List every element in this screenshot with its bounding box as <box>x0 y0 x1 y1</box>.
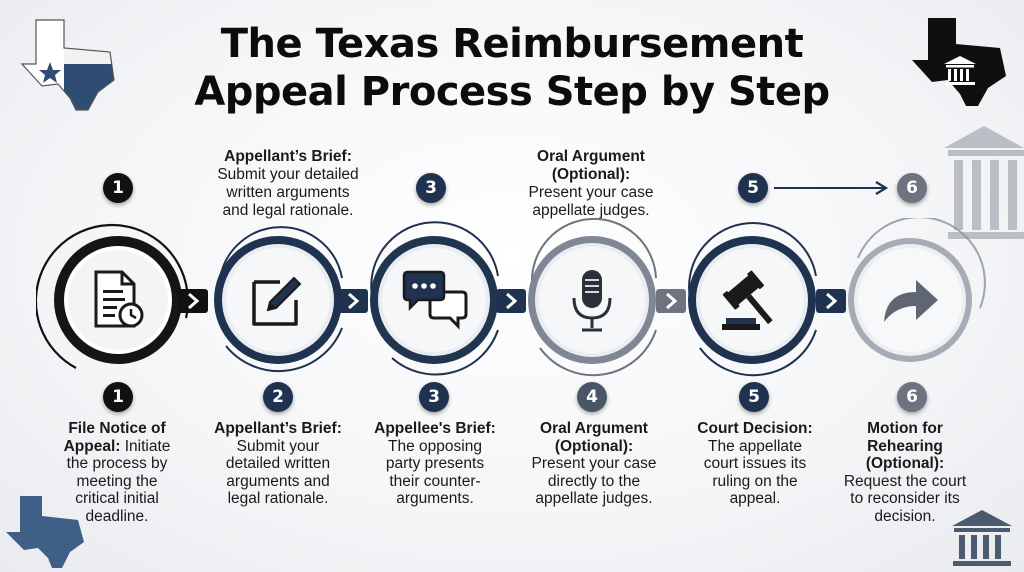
step-4-badge: 4 <box>577 382 607 412</box>
top-badge-step-3: 3 <box>416 173 446 203</box>
step-text: Submit your <box>236 437 320 455</box>
microphone-icon <box>568 268 616 336</box>
step-text: appellate judges. <box>535 490 653 507</box>
step-heading: File Notice of <box>68 420 166 437</box>
top-badge-step-1: 1 <box>103 173 133 203</box>
step-heading: (Optional): <box>865 455 945 472</box>
step-1-badge: 1 <box>103 382 133 412</box>
top-caption-heading-2: (Optional): <box>551 166 631 183</box>
step-heading: (Optional): <box>554 437 634 455</box>
step-text: critical initial <box>75 490 159 507</box>
title-line-2: Appeal Process Step by Step <box>194 69 830 115</box>
top-caption-heading: Appellant’s Brief: <box>224 148 352 165</box>
step-4-caption: Oral Argument (Optional): Present your c… <box>512 420 676 508</box>
step-text: arguments. <box>396 490 474 507</box>
step-heading: Rehearing <box>867 437 943 455</box>
step-text: deadline. <box>85 507 149 525</box>
chat-bubbles-icon <box>400 270 470 332</box>
chevron-right-icon <box>338 289 368 313</box>
step-text: the process by <box>66 455 168 472</box>
step-text: Present your case <box>531 455 657 472</box>
top-caption-line: appellate judges. <box>532 202 650 219</box>
step-heading: Appellee's Brief: <box>374 420 496 437</box>
step-text: arguments and <box>226 472 330 490</box>
step-text: meeting the <box>76 472 158 490</box>
chevron-right-icon <box>656 289 686 313</box>
pen-paper-icon <box>246 270 308 332</box>
redo-arrow-icon <box>878 272 942 328</box>
step-6-caption: Motion for Rehearing (Optional): Request… <box>832 420 978 525</box>
texas-courthouse-icon <box>908 14 1012 110</box>
gavel-icon <box>718 268 786 334</box>
step-text: The opposing <box>388 437 482 455</box>
title-line-1: The Texas Reimbursement <box>220 21 804 67</box>
texas-map-icon <box>4 494 90 570</box>
step-text: court issues its <box>703 455 807 472</box>
page-title: The Texas Reimbursement Appeal Process S… <box>150 20 874 116</box>
step-text: The appellate <box>708 437 802 455</box>
step-text: directly to the <box>547 472 641 490</box>
step-text: to reconsider its <box>850 490 960 507</box>
top-badge-step-5: 5 <box>738 173 768 203</box>
step-2-caption: Appellant’s Brief: Submit your detailed … <box>196 420 360 508</box>
step-1-caption: File Notice of Appeal: Initiate the proc… <box>42 420 192 525</box>
document-clock-icon <box>86 268 150 332</box>
step-5-caption: Court Decision: The appellate court issu… <box>676 420 834 508</box>
step-heading: Motion for <box>867 420 943 437</box>
top-caption-heading: Oral Argument <box>537 148 645 165</box>
step-text: legal rationale. <box>227 490 329 507</box>
texas-flag-map-icon <box>14 14 122 114</box>
top-badge-step-6: 6 <box>897 173 927 203</box>
connector-arrow <box>772 180 894 196</box>
step-6-badge: 6 <box>897 382 927 412</box>
step-2-badge: 2 <box>263 382 293 412</box>
chevron-right-icon <box>496 289 526 313</box>
top-caption-line: Submit your detailed <box>217 166 359 183</box>
step-3-badge: 3 <box>419 382 449 412</box>
courthouse-small-icon <box>950 508 1014 568</box>
step-text: ruling on the <box>712 472 798 490</box>
top-caption-step-2: Appellant’s Brief: Submit your detailed … <box>188 148 388 220</box>
top-caption-step-4: Oral Argument (Optional): Present your c… <box>506 148 676 220</box>
chevron-right-icon <box>816 289 846 313</box>
step-text: appeal. <box>729 490 781 507</box>
step-heading: Oral Argument <box>540 420 648 437</box>
step-3-caption: Appellee's Brief: The opposing party pre… <box>356 420 514 508</box>
step-heading: Court Decision: <box>697 420 813 437</box>
step-text: party presents <box>385 455 485 472</box>
step-heading: Appellant’s Brief: <box>214 420 342 437</box>
step-text: detailed written <box>225 455 331 472</box>
step-5-badge: 5 <box>739 382 769 412</box>
step-text: decision. <box>874 507 936 525</box>
step-heading: Appeal: <box>63 437 121 455</box>
chevron-right-icon <box>178 289 208 313</box>
step-text: their counter- <box>389 472 481 490</box>
top-caption-line: and legal rationale. <box>222 202 354 219</box>
top-caption-line: written arguments <box>226 184 350 201</box>
step-text: Request the court <box>843 472 967 490</box>
step-text: Initiate <box>124 437 171 455</box>
courthouse-icon <box>944 120 1024 244</box>
top-caption-line: Present your case <box>528 184 654 201</box>
